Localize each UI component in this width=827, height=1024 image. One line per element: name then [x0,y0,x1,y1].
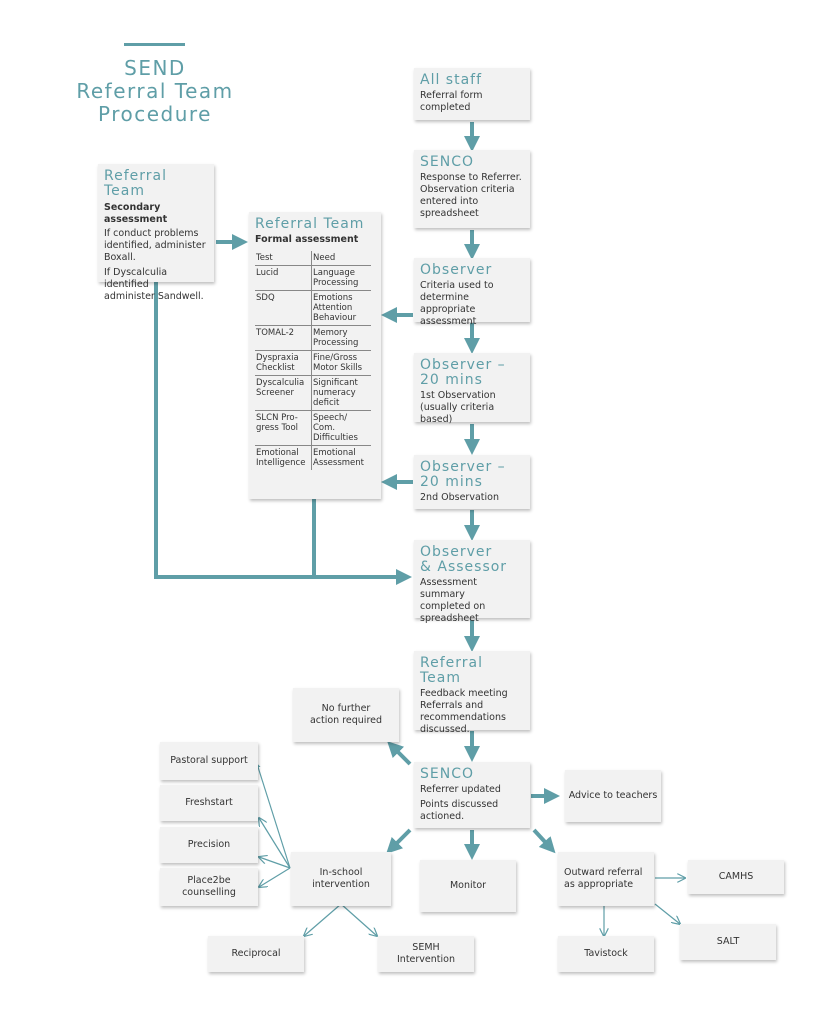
line-secondary-down [154,282,314,579]
table-row: TOMAL-2 Memory Processing [255,325,371,351]
referral-camhs: CAMHS [688,860,784,894]
secondary-heading: Referral Team [104,168,167,199]
column-header-need: Need [313,253,336,263]
step-observer: Observer Criteria used to determine appr… [414,258,530,327]
step-heading: Referral Team [420,655,483,686]
formal-subheading: Formal assessment [255,234,359,245]
formal-heading: Referral Team [255,216,365,232]
table-row: Emotional Intelligence Emotional Assessm… [255,445,371,470]
step-heading: SENCO [420,154,474,170]
arrow-senco2-outward [532,828,556,854]
arrow-inschool-precision [259,857,291,869]
outcome-in-school-intervention: In-school intervention [291,852,391,906]
step-text: Assessment summary completed on spreadsh… [420,577,486,624]
arrow-inschool-pastoral [255,762,291,869]
test-cell: TOMAL-2 [255,325,312,351]
step-text: Criteria used to determine appropriate a… [420,280,494,327]
outcome-advice-to-teachers: Advice to teachers [565,770,661,822]
step-heading: Observer & Assessor [420,544,508,575]
outcome-outward-referral: Outward referral as appropriate [558,852,654,906]
step-heading: Observer – 20 mins [420,459,506,490]
intervention-pastoral-support: Pastoral support [160,742,258,780]
secondary-subheading: Secondary assessment [104,202,168,225]
arrow-inschool-reciprocal [304,903,342,936]
arrow-inschool-semh [340,903,377,936]
need-cell: Emotions Attention Behaviour [311,290,371,326]
need-cell: Memory Processing [311,325,371,351]
step-text: Referrer updated [420,784,501,795]
test-cell: Dyscalculia Screener [255,375,312,411]
referral-tavistock: Tavistock [558,936,654,972]
step-observer-20-second: Observer – 20 mins 2nd Observation [414,455,530,509]
test-cell: SDQ [255,290,312,326]
referral-salt: SALT [680,924,776,960]
need-cell: Speech/ Com. Difficulties [311,410,371,446]
intervention-freshstart: Freshstart [160,785,258,821]
title-rule [124,43,185,46]
intervention-place2be-counselling: Place2be counselling [160,868,258,906]
table-row: Dyspraxia Checklist Fine/Gross Motor Ski… [255,350,371,376]
step-text: Points discussed actioned. [420,799,499,822]
step-heading: SENCO [420,766,474,782]
intervention-semh: SEMH Intervention [378,936,474,972]
step-text: 2nd Observation [420,492,499,503]
step-observer-assessor: Observer & Assessor Assessment summary c… [414,540,530,624]
need-cell: Language Processing [311,265,371,291]
step-referral-team-feedback: Referral Team Feedback meeting Referrals… [414,651,530,735]
table-row: Dyscalculia Screener Significant numerac… [255,375,371,411]
secondary-text-boxall: If conduct problems identified, administ… [104,228,206,263]
step-all-staff: All staff Referral form completed [414,68,530,120]
arrow-inschool-place2be [259,867,291,887]
step-text: 1st Observation (usually criteria based) [420,390,496,425]
test-cell: SLCN Pro- gress Tool [255,410,312,446]
outcome-no-further-action: No further action required [293,688,399,742]
arrow-outward-salt [654,903,680,924]
step-heading: Observer [420,262,493,278]
step-senco-response: SENCO Response to Referrer. Observation … [414,150,530,228]
need-cell: Emotional Assessment [311,445,371,470]
formal-assessment-box: Referral Team Formal assessment Test Nee… [249,212,381,499]
step-observer-20-first: Observer – 20 mins 1st Observation (usua… [414,353,530,425]
test-cell: Dyspraxia Checklist [255,350,312,376]
intervention-reciprocal: Reciprocal [208,936,304,972]
secondary-text-sandwell: If Dyscalculia identified administer San… [104,267,204,302]
table-row: SDQ Emotions Attention Behaviour [255,290,371,326]
secondary-assessment-box: Referral Team Secondary assessment If co… [98,164,214,302]
page-title: SEND Referral Team Procedure [76,56,234,126]
step-heading: Observer – 20 mins [420,357,506,388]
step-text: Referral form completed [420,90,483,113]
outcome-monitor: Monitor [420,860,516,912]
table-row: Lucid Language Processing [255,265,371,291]
test-cell: Emotional Intelligence [255,445,312,470]
step-senco-update: SENCO Referrer updated Points discussed … [414,762,530,828]
test-cell: Lucid [255,265,312,291]
arrow-senco2-nofurther [387,741,412,766]
need-cell: Fine/Gross Motor Skills [311,350,371,376]
formal-assessment-table: Test Need Lucid Language Processing SDQ … [255,251,371,470]
table-header-row: Test Need [255,251,371,266]
intervention-precision: Precision [160,827,258,863]
step-text: Response to Referrer. Observation criter… [420,172,522,219]
need-cell: Significant numeracy deficit [311,375,371,411]
arrow-inschool-freshstart [259,818,291,869]
step-text: Feedback meeting Referrals and recommend… [420,688,508,735]
arrow-senco2-inschool [386,828,412,854]
table-row: SLCN Pro- gress Tool Speech/ Com. Diffic… [255,410,371,446]
column-header-test: Test [255,251,312,266]
step-heading: All staff [420,72,483,88]
